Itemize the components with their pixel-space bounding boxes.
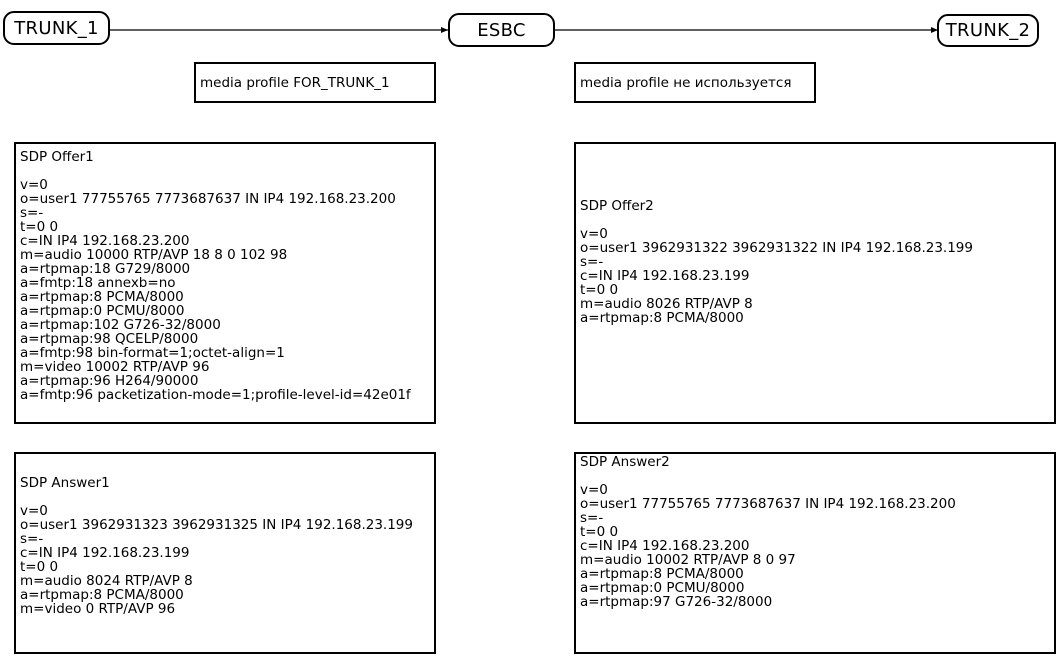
sdp-line: m=audio 10002 RTP/AVP 8 0 97 xyxy=(580,552,796,568)
sdp-line: t=0 0 xyxy=(580,282,619,298)
sdp-line: a=rtpmap:0 PCMU/8000 xyxy=(580,580,745,596)
sdp-line: v=0 xyxy=(20,503,48,519)
sdp-line: a=rtpmap:102 G726-32/8000 xyxy=(20,317,221,333)
sdp-line: t=0 0 xyxy=(20,559,59,575)
media-profile-note-left: media profile FOR_TRUNK_1 xyxy=(194,62,436,103)
sdp-line: a=rtpmap:8 PCMA/8000 xyxy=(580,566,744,582)
trunk2-label: TRUNK_2 xyxy=(945,20,1031,41)
sdp-line: a=rtpmap:98 QCELP/8000 xyxy=(20,331,199,347)
trunk1-node: TRUNK_1 xyxy=(3,11,110,45)
sdp-line: t=0 0 xyxy=(580,524,619,540)
sdp-line: v=0 xyxy=(580,226,608,242)
sdp-line: a=rtpmap:96 H264/90000 xyxy=(20,373,199,389)
sdp-line: a=rtpmap:97 G726-32/8000 xyxy=(580,594,773,610)
sdp-line: v=0 xyxy=(580,482,608,498)
sdp-line: a=fmtp:18 annexb=no xyxy=(20,275,176,291)
sdp-line: s=- xyxy=(580,510,604,526)
sdp-line: c=IN IP4 192.168.23.199 xyxy=(20,545,190,561)
trunk2-node: TRUNK_2 xyxy=(937,14,1039,47)
sdp-line: a=rtpmap:8 PCMA/8000 xyxy=(20,587,184,603)
sdp-line: v=0 xyxy=(20,177,48,193)
esbc-node: ESBC xyxy=(448,13,555,47)
media-profile-note-right: media profile не используется xyxy=(574,62,816,103)
sdp-line: s=- xyxy=(20,531,44,547)
media-profile-note-left-text: media profile FOR_TRUNK_1 xyxy=(200,74,390,91)
sdp-line: a=rtpmap:18 G729/8000 xyxy=(20,261,191,277)
sdp-line: o=user1 77755765 7773687637 IN IP4 192.1… xyxy=(20,191,396,207)
sdp-line: m=audio 10000 RTP/AVP 18 8 0 102 98 xyxy=(20,247,288,263)
sdp-line: a=fmtp:98 bin-format=1;octet-align=1 xyxy=(20,345,285,361)
sdp-line: m=audio 8024 RTP/AVP 8 xyxy=(20,573,193,589)
sdp-line: c=IN IP4 192.168.23.200 xyxy=(580,538,750,554)
sdp-line: m=audio 8026 RTP/AVP 8 xyxy=(580,296,753,312)
sdp-gap xyxy=(580,469,1054,483)
sdp-line: a=rtpmap:0 PCMU/8000 xyxy=(20,303,185,319)
sdp-gap xyxy=(20,490,434,504)
media-profile-note-right-text: media profile не используется xyxy=(580,74,792,91)
sdp-gap xyxy=(580,213,1054,227)
sdp-line: o=user1 3962931322 3962931322 IN IP4 192… xyxy=(580,240,973,256)
sdp-line: m=video 10002 RTP/AVP 96 xyxy=(20,359,210,375)
sdp-title: SDP Answer2 xyxy=(580,454,670,470)
sdp-title: SDP Answer1 xyxy=(20,475,110,491)
sdp-line: s=- xyxy=(580,254,604,270)
sdp-title: SDP Offer1 xyxy=(20,149,94,165)
sdp-line: c=IN IP4 192.168.23.200 xyxy=(20,233,190,249)
sdp-line: t=0 0 xyxy=(20,219,59,235)
sdp-line: c=IN IP4 192.168.23.199 xyxy=(580,268,750,284)
sdp-line: a=fmtp:96 packetization-mode=1;profile-l… xyxy=(20,387,411,403)
sdp-line: s=- xyxy=(20,205,44,221)
trunk1-label: TRUNK_1 xyxy=(14,17,99,39)
sdp-line: a=rtpmap:8 PCMA/8000 xyxy=(20,289,184,305)
sdp-line: o=user1 77755765 7773687637 IN IP4 192.1… xyxy=(580,496,956,512)
sdp-line: o=user1 3962931323 3962931325 IN IP4 192… xyxy=(20,517,413,533)
esbc-label: ESBC xyxy=(477,19,526,41)
sdp-line: a=rtpmap:8 PCMA/8000 xyxy=(580,310,744,326)
sdp-line: m=video 0 RTP/AVP 96 xyxy=(20,601,176,617)
sdp-gap xyxy=(20,164,434,178)
sdp-title: SDP Offer2 xyxy=(580,198,654,214)
